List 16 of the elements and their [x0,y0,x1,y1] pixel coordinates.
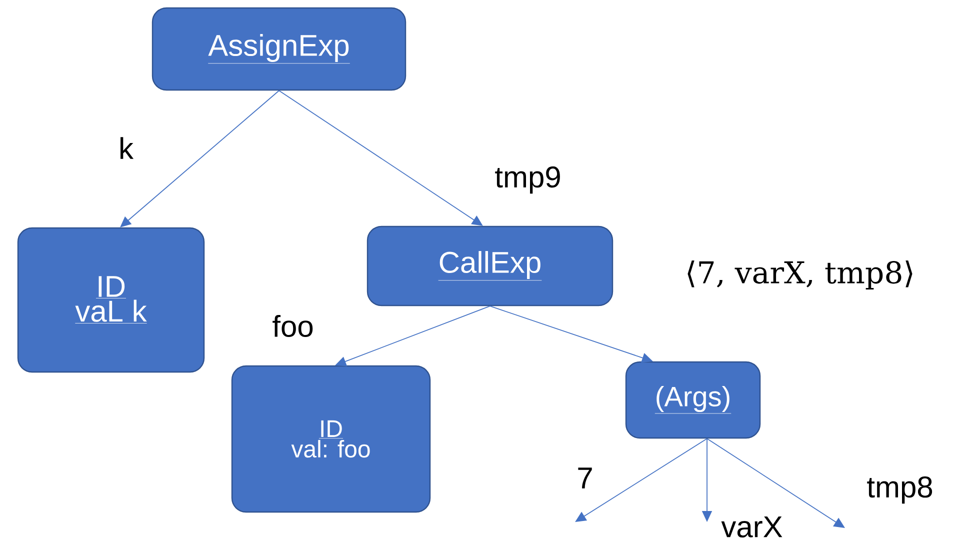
tree-node-box: ID vaL k [17,227,205,373]
edge-label: tmp8 [866,475,934,505]
tree-node-box: AssignExp [152,7,406,91]
edge-label: foo [271,314,315,338]
edge-label: k [118,136,134,160]
tree-node-box: ID val: foo [231,365,431,513]
edge-label: ⟨7, varX, tmp8⟩ [684,260,916,290]
tree-node-box: (Args) [625,361,761,439]
edge-label: 7 [576,466,594,490]
edge-label: tmp9 [494,165,562,195]
tree-node-box: CallExp [366,226,614,306]
arrow [575,438,708,522]
arrow [706,438,845,528]
arrow [120,90,280,228]
edge-label: varX [720,516,784,538]
arrow [278,90,483,226]
